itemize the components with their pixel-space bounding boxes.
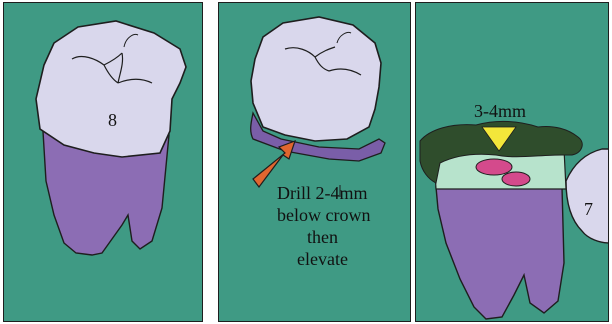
measurement-label: 3-4mm xyxy=(474,101,526,122)
pulp-horn-large xyxy=(476,159,512,175)
tooth-number-label: 8 xyxy=(108,110,117,131)
tooth-root xyxy=(436,187,564,319)
tooth-crown xyxy=(251,17,381,141)
intact-tooth-drawing xyxy=(4,3,203,322)
orange-arrow-icon xyxy=(253,141,295,187)
adjacent-tooth xyxy=(566,149,609,243)
cross-section-drawing xyxy=(416,3,609,322)
adjacent-tooth-number-label: 7 xyxy=(584,199,593,220)
panel-cross-section: 3-4mm 7 xyxy=(415,2,609,322)
drill-instruction-line-3: then xyxy=(307,227,338,248)
panel-drill-step: Drill 2-4mm below crown then elevate xyxy=(218,2,411,322)
pulp-horn-small xyxy=(502,172,530,186)
drill-instruction-line-1: Drill 2-4mm xyxy=(277,183,368,204)
tooth-crown xyxy=(36,21,186,157)
panel-intact-tooth: 8 xyxy=(3,2,203,322)
drill-instruction-line-2: below crown xyxy=(277,205,370,226)
drill-instruction-line-4: elevate xyxy=(297,249,348,270)
drill-step-drawing xyxy=(219,3,411,322)
